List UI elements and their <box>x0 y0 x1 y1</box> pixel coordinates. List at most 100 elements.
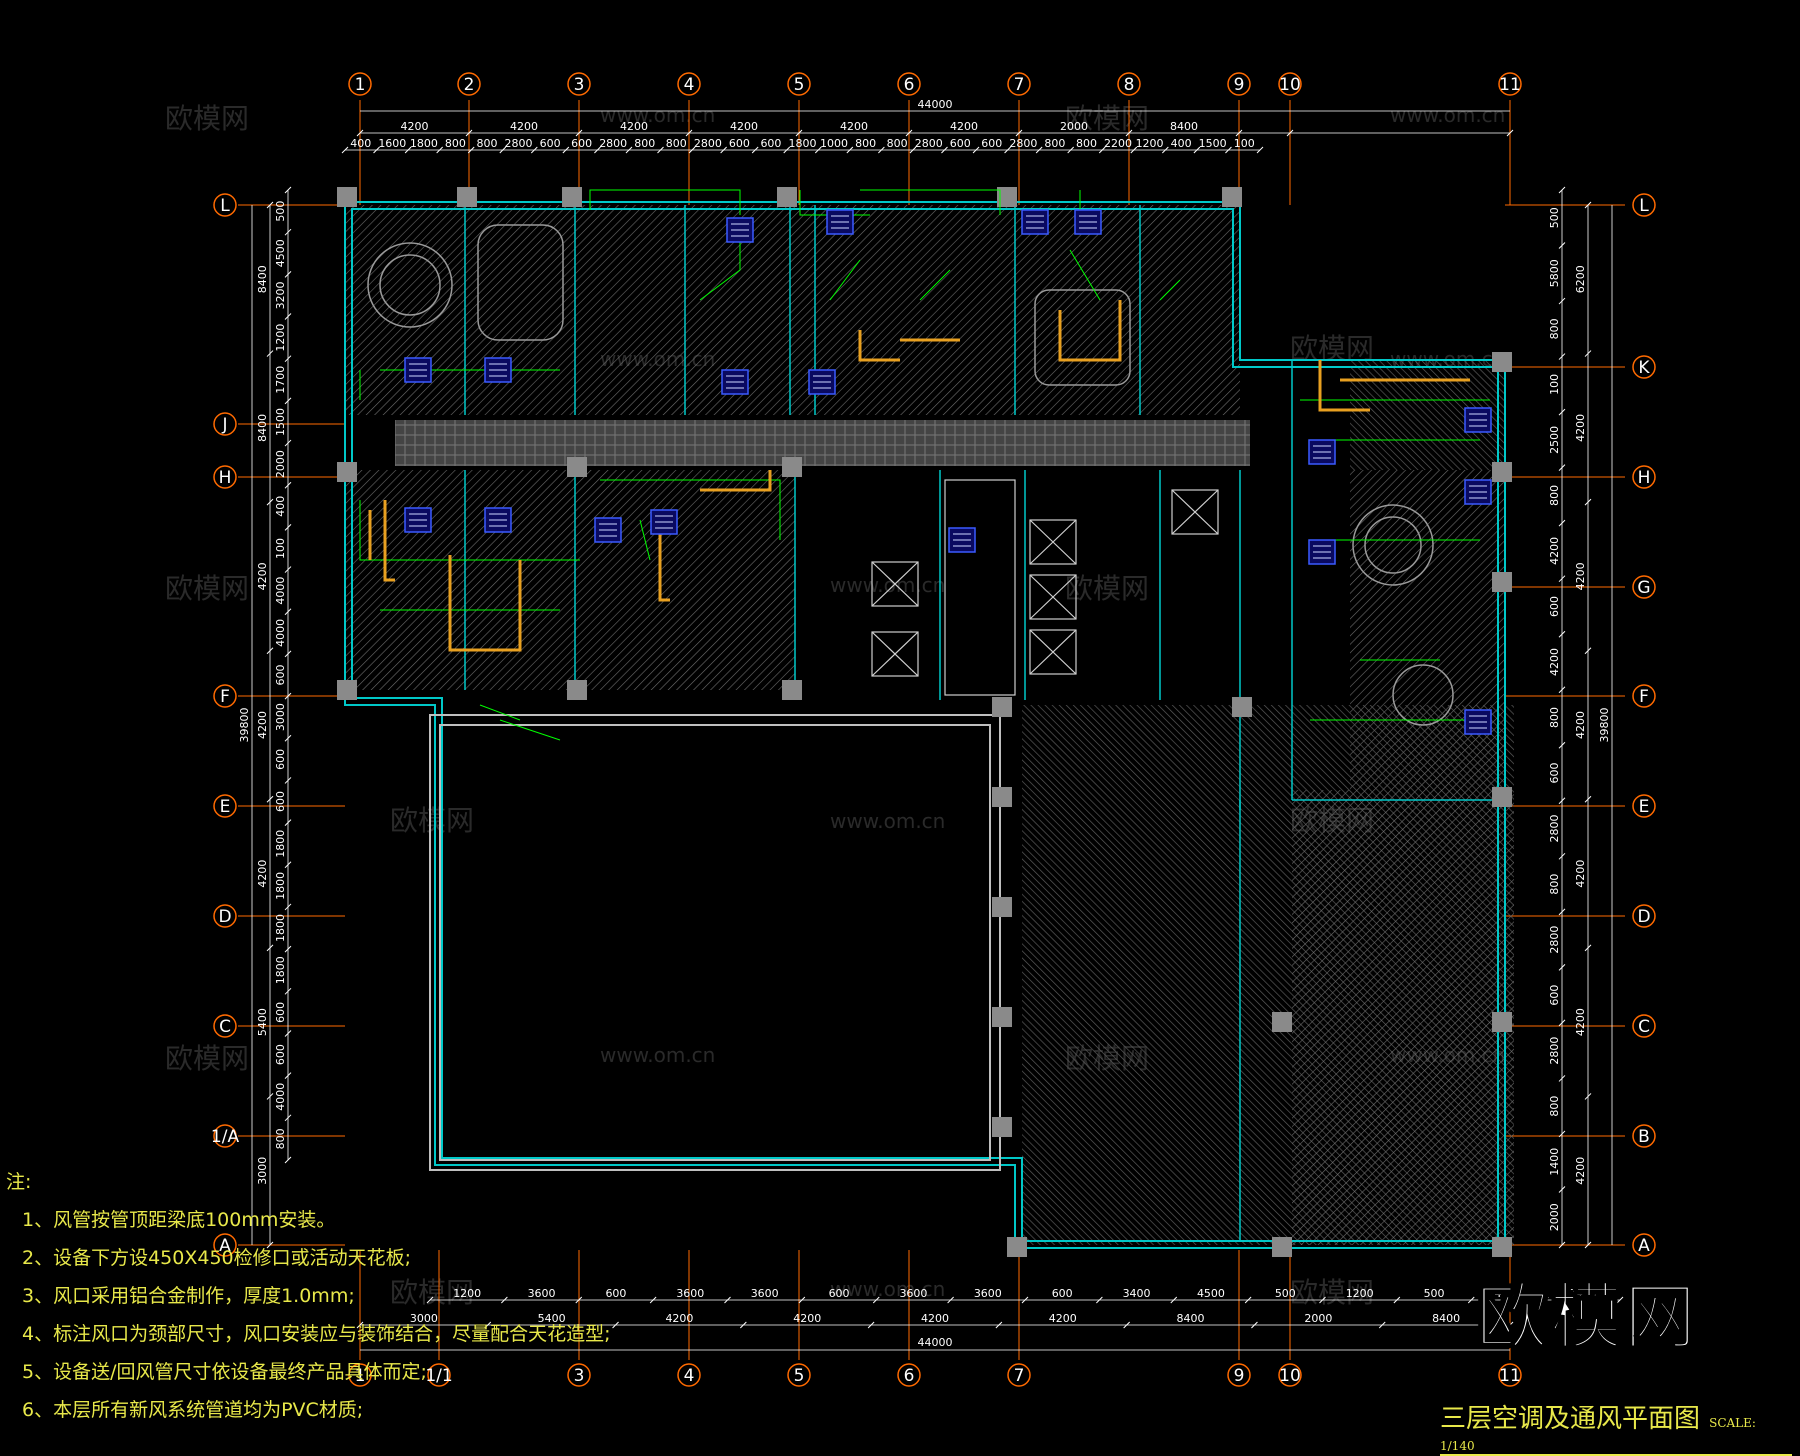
dimension-tick <box>1558 1019 1566 1027</box>
dimension-tick <box>284 692 292 700</box>
ceiling-feature <box>477 224 564 341</box>
dimension-text: 4200 <box>840 120 868 133</box>
dimension-text: 2800 <box>694 137 722 150</box>
dimension-tick <box>1558 464 1566 471</box>
dimension-text: 4200 <box>1574 1157 1587 1185</box>
dimension-text: 2800 <box>599 137 627 150</box>
dimension-tick <box>501 1296 508 1304</box>
dimension-text: 1500 <box>1199 137 1227 150</box>
dimension-text: 800 <box>1548 874 1561 895</box>
dimension-text: 100 <box>274 538 287 559</box>
dimension-text: 5400 <box>538 1312 566 1325</box>
grid-bubble-label: A <box>1638 1236 1650 1256</box>
dimension-tick <box>1015 129 1023 137</box>
dimension-text: 4200 <box>256 562 269 590</box>
hvac-unit-coil <box>1026 215 1044 229</box>
dimension-tick <box>1098 146 1106 154</box>
dimension-tick <box>1130 146 1138 154</box>
dimension-tick <box>284 777 292 784</box>
grid-bubble-circle <box>1632 904 1656 928</box>
dimension-tick <box>1286 129 1294 137</box>
grid-bubble-label: F <box>220 687 230 707</box>
dimension-text: 3000 <box>274 703 287 731</box>
dimension-text: 500 <box>1424 1287 1445 1300</box>
notes-heading: 注: <box>6 1171 32 1193</box>
drawing-title: 三层空调及通风平面图 <box>1440 1404 1701 1434</box>
dimension-text: 4500 <box>274 239 287 267</box>
structural-column <box>1232 697 1252 717</box>
dimension-tick <box>1067 146 1075 154</box>
dimension-tick <box>649 1296 657 1304</box>
dimension-text: 600 <box>829 1287 850 1300</box>
dimension-text: 4200 <box>1574 711 1587 739</box>
dimension-tick <box>284 819 292 826</box>
dimension-text: 1200 <box>274 324 287 352</box>
dimension-text: 3000 <box>256 1157 269 1185</box>
dimension-text: 2800 <box>1548 815 1561 843</box>
dimension-text: 3200 <box>274 281 287 309</box>
hvac-unit-coil <box>489 513 507 527</box>
hvac-unit-coil <box>1079 215 1097 229</box>
hvac-unit-coil <box>1469 715 1487 729</box>
dimension-tick <box>1584 795 1592 803</box>
dimension-text: 4200 <box>401 120 429 133</box>
room-hatch <box>345 470 795 690</box>
grid-bubble: 3 <box>567 72 591 96</box>
dimension-tick <box>484 1321 492 1329</box>
hvac-unit <box>1021 209 1049 235</box>
dimension-text: 800 <box>445 137 466 150</box>
structural-column <box>997 187 1017 207</box>
dimension-text: 4200 <box>665 1312 693 1325</box>
grid-bubble-label: 6 <box>904 1366 915 1386</box>
dimension-tick <box>284 566 292 573</box>
hvac-unit <box>1308 539 1336 565</box>
grid-bubble-circle <box>457 72 481 96</box>
grid-bubble: 11 <box>1498 72 1522 96</box>
grid-bubble-label: L <box>220 196 230 216</box>
watermark-brand: 欧模网 <box>390 804 474 837</box>
dimension-tick <box>266 1241 274 1249</box>
grid-bubble-label: 6 <box>904 75 915 95</box>
dimension-text: 800 <box>1044 137 1065 150</box>
hvac-unit <box>1464 709 1492 735</box>
dimension-tick <box>499 146 507 154</box>
grid-bubble-label: 9 <box>1234 1366 1245 1386</box>
structural-column <box>457 187 477 207</box>
dimension-tick <box>909 146 917 154</box>
grid-bubble-circle <box>897 72 921 96</box>
dimension-text: 2200 <box>1104 137 1132 150</box>
duct-run <box>479 704 561 741</box>
grid-bubble-label: 8 <box>1124 75 1135 95</box>
hvac-unit <box>1464 479 1492 505</box>
elevator-cross <box>1029 629 1077 675</box>
dimension-text: 8400 <box>256 414 269 442</box>
dimension-tick <box>284 1030 292 1037</box>
dimension-tick <box>685 129 693 137</box>
dimension-text: 3600 <box>974 1287 1002 1300</box>
dimension-tick <box>1393 1296 1401 1304</box>
dimension-tick <box>1558 575 1566 583</box>
watermark-brand: 欧模网 <box>1065 572 1149 605</box>
dimension-tick <box>1035 146 1043 154</box>
grid-bubble-circle <box>1632 193 1656 217</box>
grid-bubble: L <box>213 193 237 217</box>
hvac-unit <box>650 509 678 535</box>
grid-bubble-label: A <box>219 1236 231 1256</box>
dimension-tick <box>266 647 274 655</box>
dimension-tick <box>530 146 538 154</box>
dimension-tick <box>1161 146 1169 154</box>
hvac-units <box>404 209 1492 735</box>
grid-bubble-circle <box>213 904 237 928</box>
elevator-cross <box>1029 574 1077 620</box>
grid-bubble-label: H <box>219 468 232 488</box>
dimension-tick <box>1319 1296 1326 1304</box>
corridor-band <box>395 420 1250 466</box>
dimension-tick <box>594 146 601 154</box>
note-item: 1、风管按管顶距梁底100mm安装。 <box>22 1209 336 1231</box>
grid-bubble-circle <box>348 1363 372 1387</box>
dimension-text: 3400 <box>1569 1287 1597 1300</box>
dimension-tick <box>795 129 803 137</box>
watermark-brand: 欧模网 <box>1290 1276 1374 1309</box>
dimension-text: 100 <box>1234 137 1255 150</box>
hvac-unit-coil <box>489 363 507 377</box>
